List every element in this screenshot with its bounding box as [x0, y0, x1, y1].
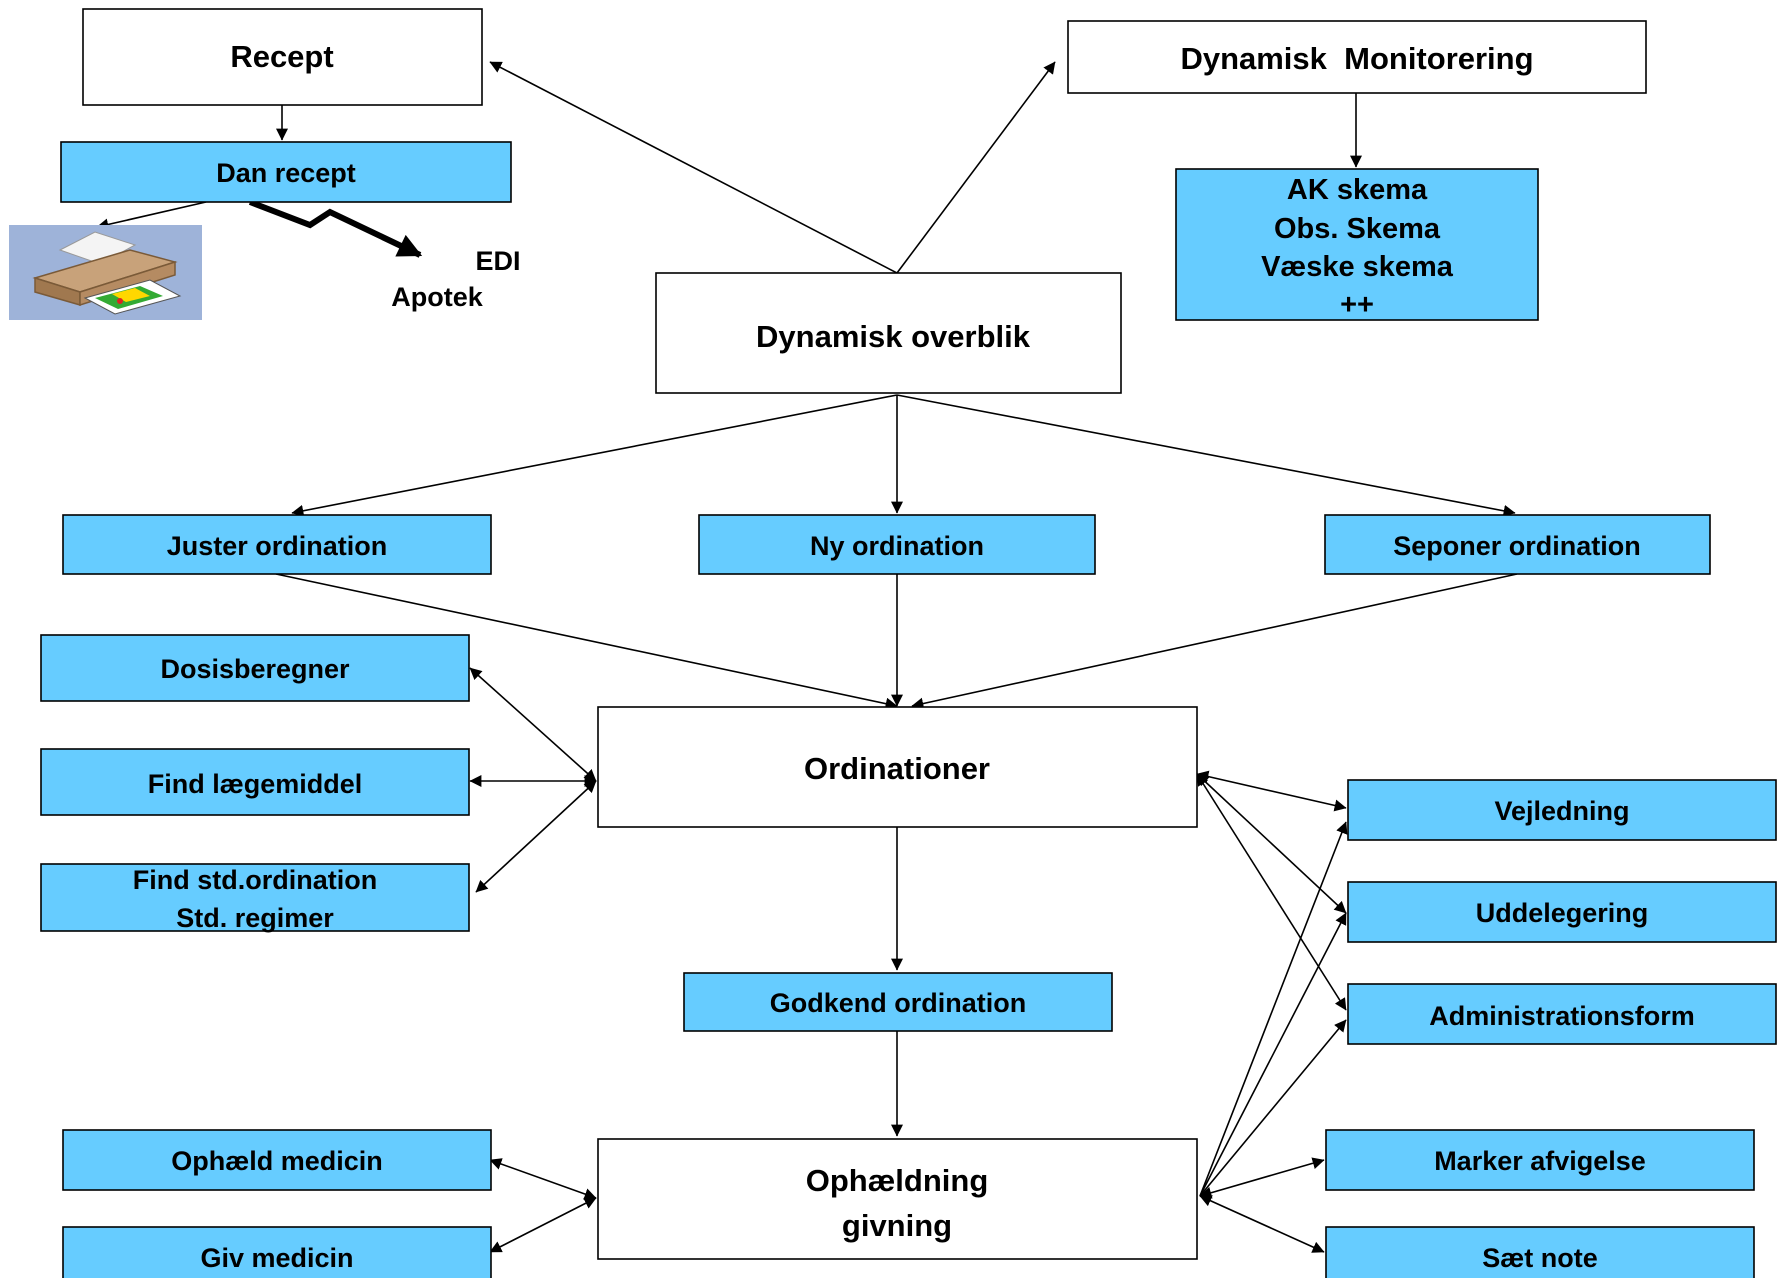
edi-label: EDI [475, 246, 520, 276]
marker-afvigelse-box[interactable]: Marker afvigelse [1325, 1129, 1755, 1191]
more-skema-label: ++ [1340, 289, 1374, 321]
dan-recept-box[interactable]: Dan recept [60, 141, 512, 203]
arrow-find-std [475, 780, 597, 893]
marker-afvigelse-label: Marker afvigelse [1434, 1146, 1646, 1176]
edi-lightning-arrow [248, 199, 423, 258]
dynamisk-monitorering-box[interactable]: Dynamisk Monitorering [1067, 20, 1647, 94]
ny-ordination-label: Ny ordination [810, 531, 984, 561]
find-std-ordination-label: Find std.ordination [133, 865, 377, 895]
dynamisk-overblik-label: Dynamisk overblik [756, 319, 1031, 354]
printer-icon [9, 225, 202, 320]
saet-note-label: Sæt note [1482, 1243, 1598, 1273]
arrow-overblik-juster [291, 394, 898, 517]
giv-medicin-label: Giv medicin [200, 1243, 353, 1273]
administrationsform-box[interactable]: Administrationsform [1347, 983, 1777, 1045]
dosisberegner-label: Dosisberegner [160, 654, 350, 684]
dynamisk-monitorering-label: Dynamisk Monitorering [1180, 41, 1533, 76]
vejledning-label: Vejledning [1494, 796, 1629, 826]
arrow-juster-ordinationer [275, 573, 898, 710]
find-laegemiddel-label: Find lægemiddel [148, 769, 363, 799]
juster-ordination-box[interactable]: Juster ordination [62, 514, 492, 575]
godkend-ordination-label: Godkend ordination [770, 988, 1027, 1018]
arrow-oph-vejledning [1199, 821, 1348, 1197]
arrow-oph-administrationsform [1199, 1019, 1347, 1197]
ny-ordination-box[interactable]: Ny ordination [698, 514, 1096, 575]
find-laegemiddel-box[interactable]: Find lægemiddel [40, 748, 470, 816]
uddelegering-label: Uddelegering [1476, 898, 1649, 928]
arrow-ord-vejledning [1196, 770, 1347, 812]
ophaeldning-label: Ophældning [806, 1163, 989, 1198]
saet-note-box[interactable]: Sæt note [1325, 1226, 1755, 1278]
vaeske-skema-label: Væske skema [1261, 251, 1454, 283]
apotek-label: Apotek [391, 282, 483, 312]
dynamisk-overblik-box[interactable]: Dynamisk overblik [655, 272, 1122, 394]
arrow-ord-administrationsform [1196, 773, 1347, 1011]
givning-label: givning [842, 1208, 952, 1243]
ophaeld-medicin-box[interactable]: Ophæld medicin [62, 1129, 492, 1191]
arrow-overblik-monitorering [896, 61, 1056, 274]
arrow-dan-recept-printer [96, 201, 207, 231]
uddelegering-box[interactable]: Uddelegering [1347, 881, 1777, 943]
giv-medicin-box[interactable]: Giv medicin [62, 1226, 492, 1278]
obs-skema-label: Obs. Skema [1274, 213, 1441, 245]
vejledning-box[interactable]: Vejledning [1347, 779, 1777, 841]
arrow-overblik-seponer [896, 394, 1516, 517]
find-std-ordination-box[interactable]: Find std.ordination Std. regimer [40, 863, 470, 933]
arrow-oph-marker [1199, 1157, 1325, 1199]
ordinationer-box[interactable]: Ordinationer [597, 706, 1198, 828]
arrow-dosisberegner [469, 667, 597, 782]
std-regimer-label: Std. regimer [176, 903, 334, 933]
arrow-oph-saet-note [1199, 1195, 1325, 1253]
dosisberegner-box[interactable]: Dosisberegner [40, 634, 470, 702]
arrow-ophaeld-medicin [489, 1158, 597, 1200]
seponer-ordination-box[interactable]: Seponer ordination [1324, 514, 1711, 575]
juster-ordination-label: Juster ordination [167, 531, 388, 561]
arrow-seponer-ordinationer [911, 573, 1518, 710]
arrow-giv-medicin [489, 1197, 597, 1253]
ordinationer-label: Ordinationer [804, 751, 990, 786]
skema-box[interactable]: AK skema Obs. Skema Væske skema ++ [1175, 168, 1539, 321]
recept-box[interactable]: Recept [82, 8, 483, 106]
seponer-ordination-label: Seponer ordination [1393, 531, 1641, 561]
recept-label: Recept [230, 39, 333, 74]
dan-recept-label: Dan recept [216, 158, 356, 188]
connectors [96, 61, 1518, 1253]
arrow-overblik-recept [489, 61, 898, 274]
godkend-ordination-box[interactable]: Godkend ordination [683, 972, 1113, 1032]
administrationsform-label: Administrationsform [1429, 1001, 1695, 1031]
ophaeld-medicin-label: Ophæld medicin [171, 1146, 383, 1176]
ak-skema-label: AK skema [1287, 174, 1428, 206]
ophaeldning-givning-box[interactable]: Ophældning givning [597, 1138, 1198, 1260]
arrow-oph-uddelegering [1199, 912, 1347, 1197]
